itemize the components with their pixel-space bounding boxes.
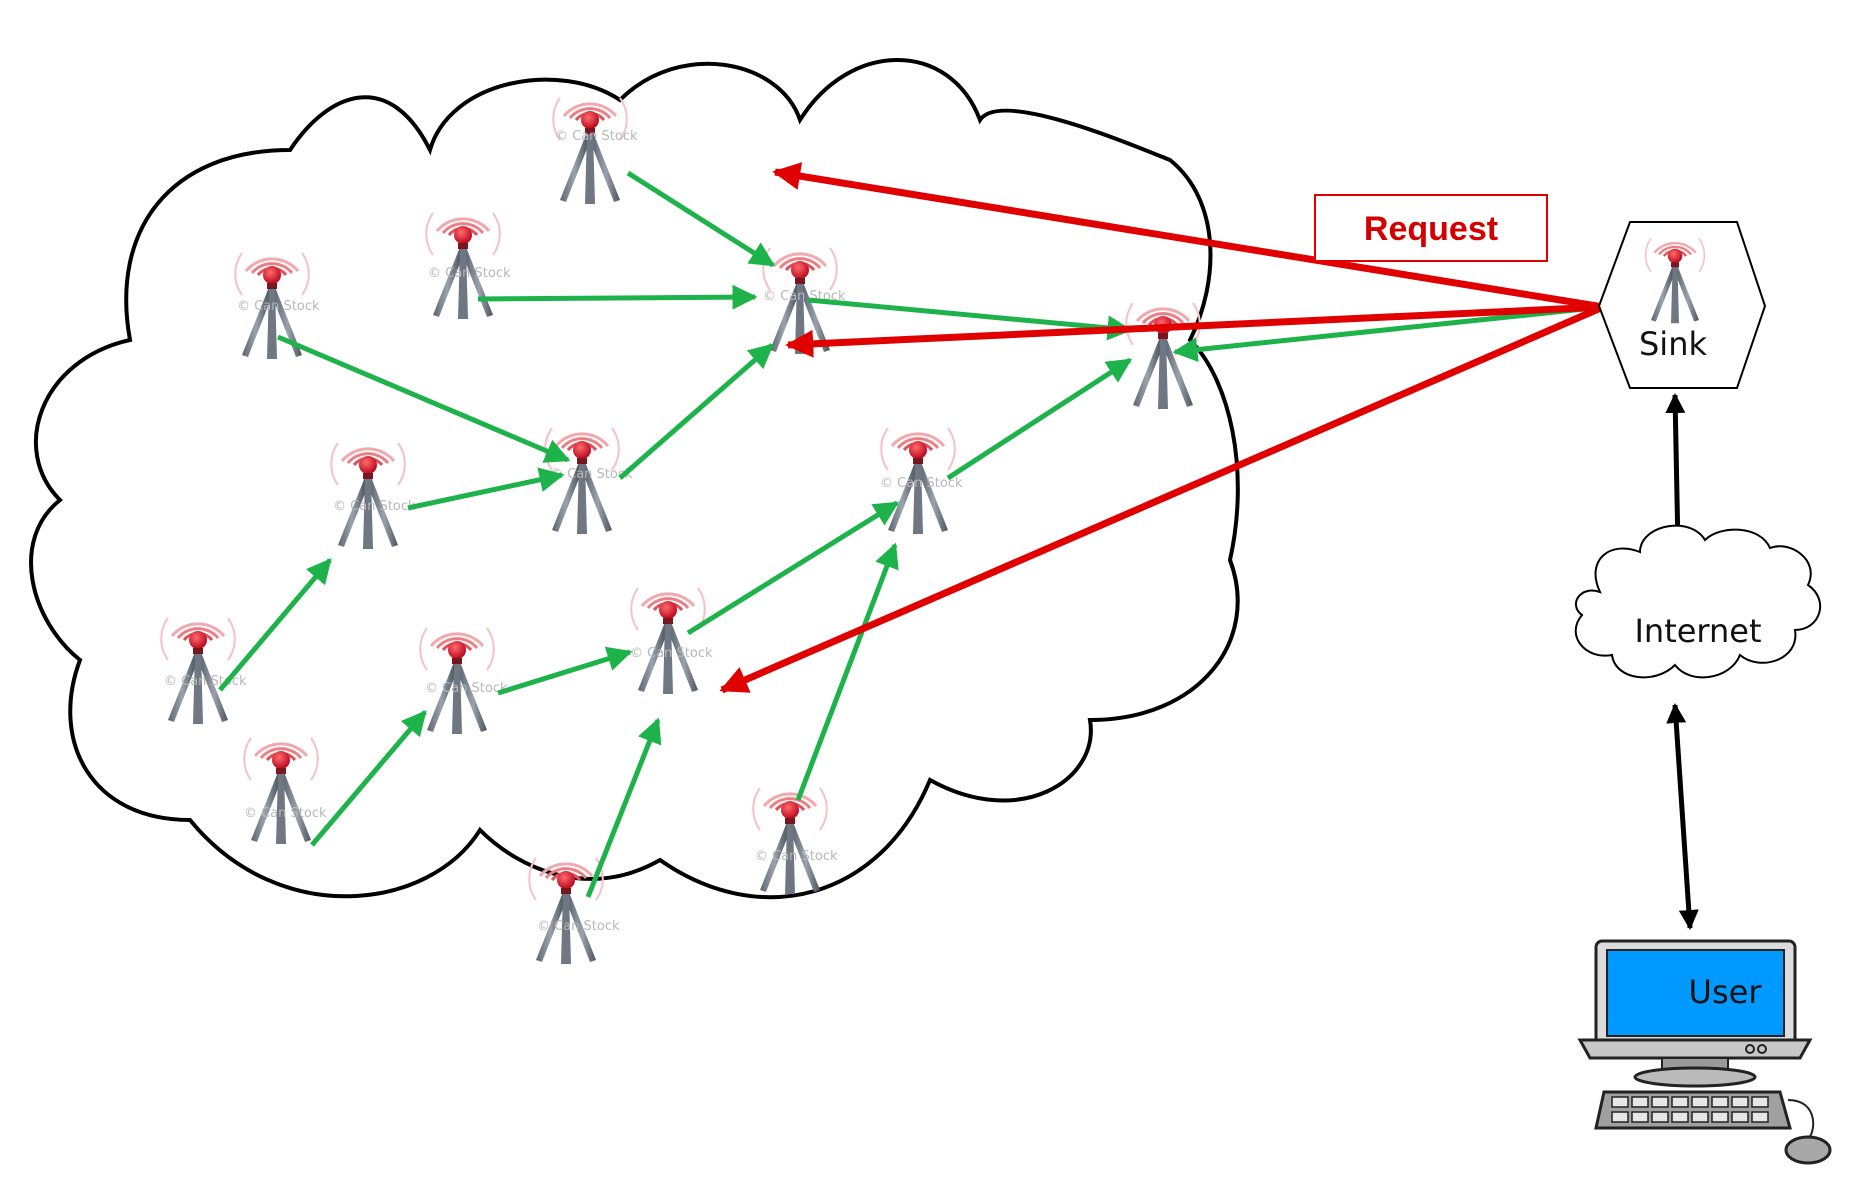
data-flow-arrow [1172,304,1604,363]
sink-internet-link [1665,393,1688,550]
sink-node: Sink [1597,221,1767,389]
radio-tower-icon [159,616,237,726]
radio-tower-icon [329,441,407,551]
watermark-text: © Can Stock [555,129,638,144]
watermark-text: © Can Stock [425,681,508,696]
data-flow-arrow [807,297,1133,341]
watermark-text: © Can Stock [244,806,327,821]
request-arrow [785,303,1604,358]
radio-tower-icon [527,856,605,966]
watermark-text: © Can Stock [537,919,620,934]
data-flow-arrows [218,170,1604,898]
data-flow-arrow [477,284,758,310]
sink-label: Sink [1639,325,1707,363]
watermark-text: © Can Stock [428,266,511,281]
data-flow-arrow [277,334,571,463]
watermark-text: © Can Stock [550,467,633,482]
radio-tower-icon [751,786,829,896]
watermark-text: © Can Stock [880,476,963,491]
watermark-text: © Can Stock [333,499,416,514]
internet-label: Internet [1634,612,1761,650]
data-flow-arrow [618,343,774,480]
mouse-icon [1784,1135,1832,1165]
user-label: User [1689,973,1763,1011]
data-flow-arrow [795,542,899,801]
data-flow-arrow [218,558,332,692]
watermark-text: © Can Stock [630,646,713,661]
radio-tower-icon [242,736,320,846]
data-flow-arrow [407,467,565,511]
cloud-icon [1574,524,1822,679]
link-arrows [1665,393,1699,930]
radio-tower-icon [551,96,629,206]
internet-node: Internet [1574,524,1822,679]
request-arrow [719,303,1605,694]
data-flow-arrow [686,500,900,636]
radio-tower-icon [629,586,707,696]
data-flow-arrow [946,357,1133,481]
data-flow-arrow [626,170,776,268]
watermark-text: © Can Stock [755,849,838,864]
radio-tower-icon [1124,301,1202,411]
data-flow-arrow [585,717,662,898]
data-flow-arrow [310,710,427,847]
request-arrows [719,162,1605,694]
sink-hexagon-icon [1597,221,1767,389]
request-label: Request [1364,210,1498,248]
user-node: User [1577,939,1832,1165]
request-box [1314,194,1548,262]
internet-user-link [1666,703,1699,930]
data-flow-arrow [497,646,633,696]
sensor-nodes [159,96,1202,966]
desktop-computer-icon [1577,939,1832,1165]
watermarks: © Can Stock © Can Stock © Can Stock © Ca… [164,129,1723,934]
sensor-field-cloud [29,58,1240,900]
watermark-text: © Can Stock [237,299,320,314]
request-arrow [772,162,1604,311]
request-label-box: Request [1314,194,1548,262]
